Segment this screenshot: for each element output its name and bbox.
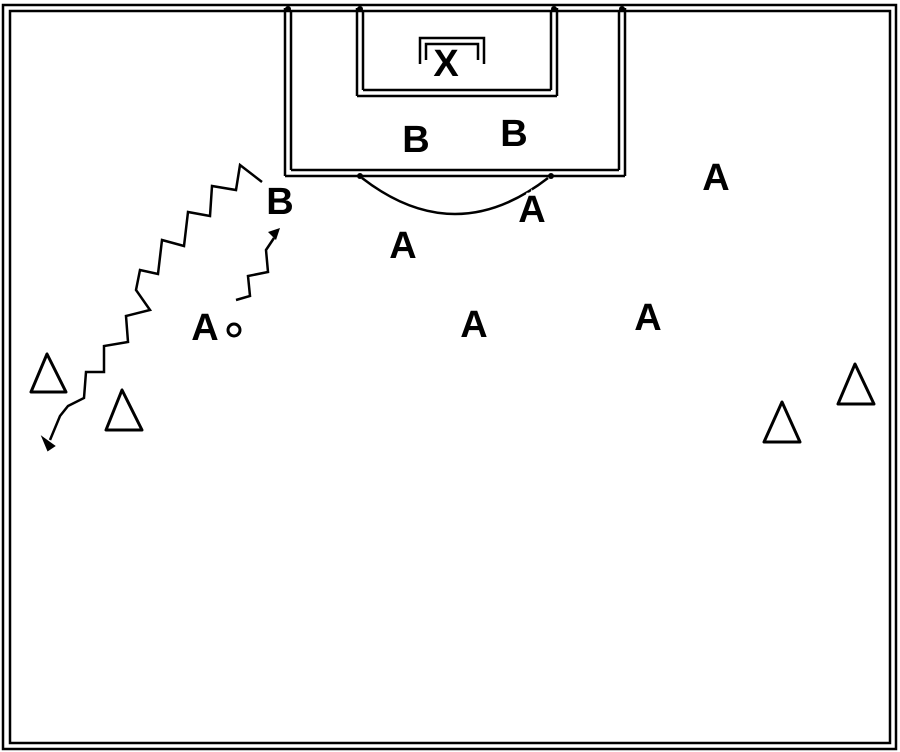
pass-arrow-icon <box>268 228 280 240</box>
attacker-a-label: A <box>634 297 661 339</box>
ball-icon <box>226 322 242 338</box>
attacker-a-label: A <box>389 225 416 267</box>
goal-area <box>355 8 559 98</box>
attacker-a-label: A <box>460 304 487 346</box>
defender-b-label: B <box>402 119 429 161</box>
post-markers <box>285 6 625 179</box>
triangle-cone-icon <box>836 362 876 406</box>
goal-frame <box>418 36 486 64</box>
penalty-area <box>283 8 627 178</box>
attacker-a-label: A <box>518 189 545 231</box>
goalkeeper-label: X <box>433 43 459 85</box>
penalty-arc <box>361 177 549 216</box>
triangle-cone-icon <box>104 388 144 432</box>
field-border <box>1 3 898 751</box>
pass-path <box>235 237 276 302</box>
attacker-a-label: A <box>702 157 729 199</box>
attacker-a-label: A <box>191 307 218 349</box>
triangle-cone-icon <box>29 352 68 394</box>
defender-b-label: B <box>266 181 293 223</box>
defender-b-label: B <box>500 113 527 155</box>
dribble-arrow-icon <box>40 435 56 452</box>
cones <box>29 352 876 444</box>
dribble-path <box>48 162 263 441</box>
triangle-cone-icon <box>762 400 802 444</box>
